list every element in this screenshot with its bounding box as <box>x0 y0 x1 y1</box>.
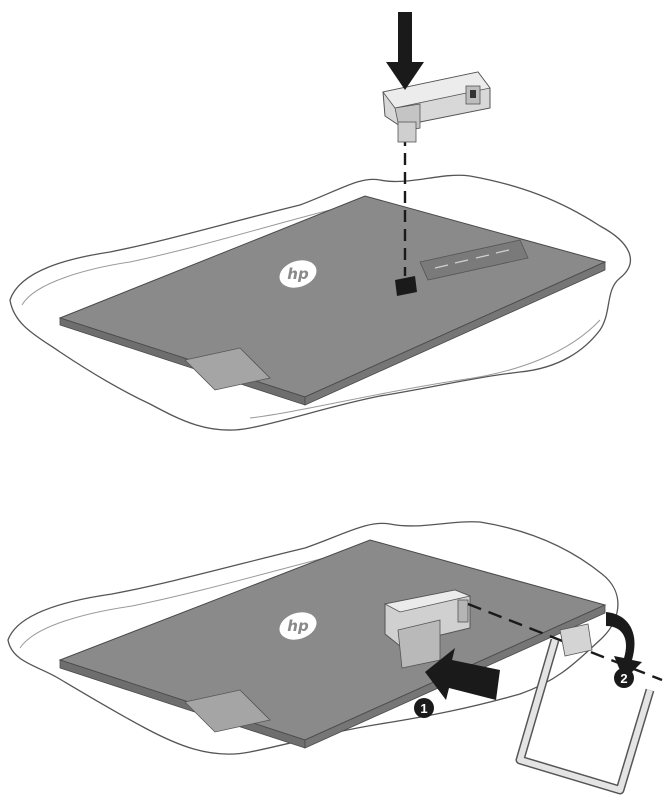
stand-neck <box>383 72 490 142</box>
panel-top: hp <box>10 12 630 430</box>
callout-1-label: 1 <box>420 701 427 716</box>
brand-logo-text-bottom: hp <box>287 617 309 635</box>
down-arrow-icon <box>386 12 424 90</box>
brand-logo-text: hp <box>287 265 309 283</box>
callout-1: 1 <box>414 698 434 718</box>
panel-bottom: hp 1 2 <box>8 522 662 790</box>
callout-2: 2 <box>614 668 634 688</box>
callout-2-label: 2 <box>620 671 627 686</box>
